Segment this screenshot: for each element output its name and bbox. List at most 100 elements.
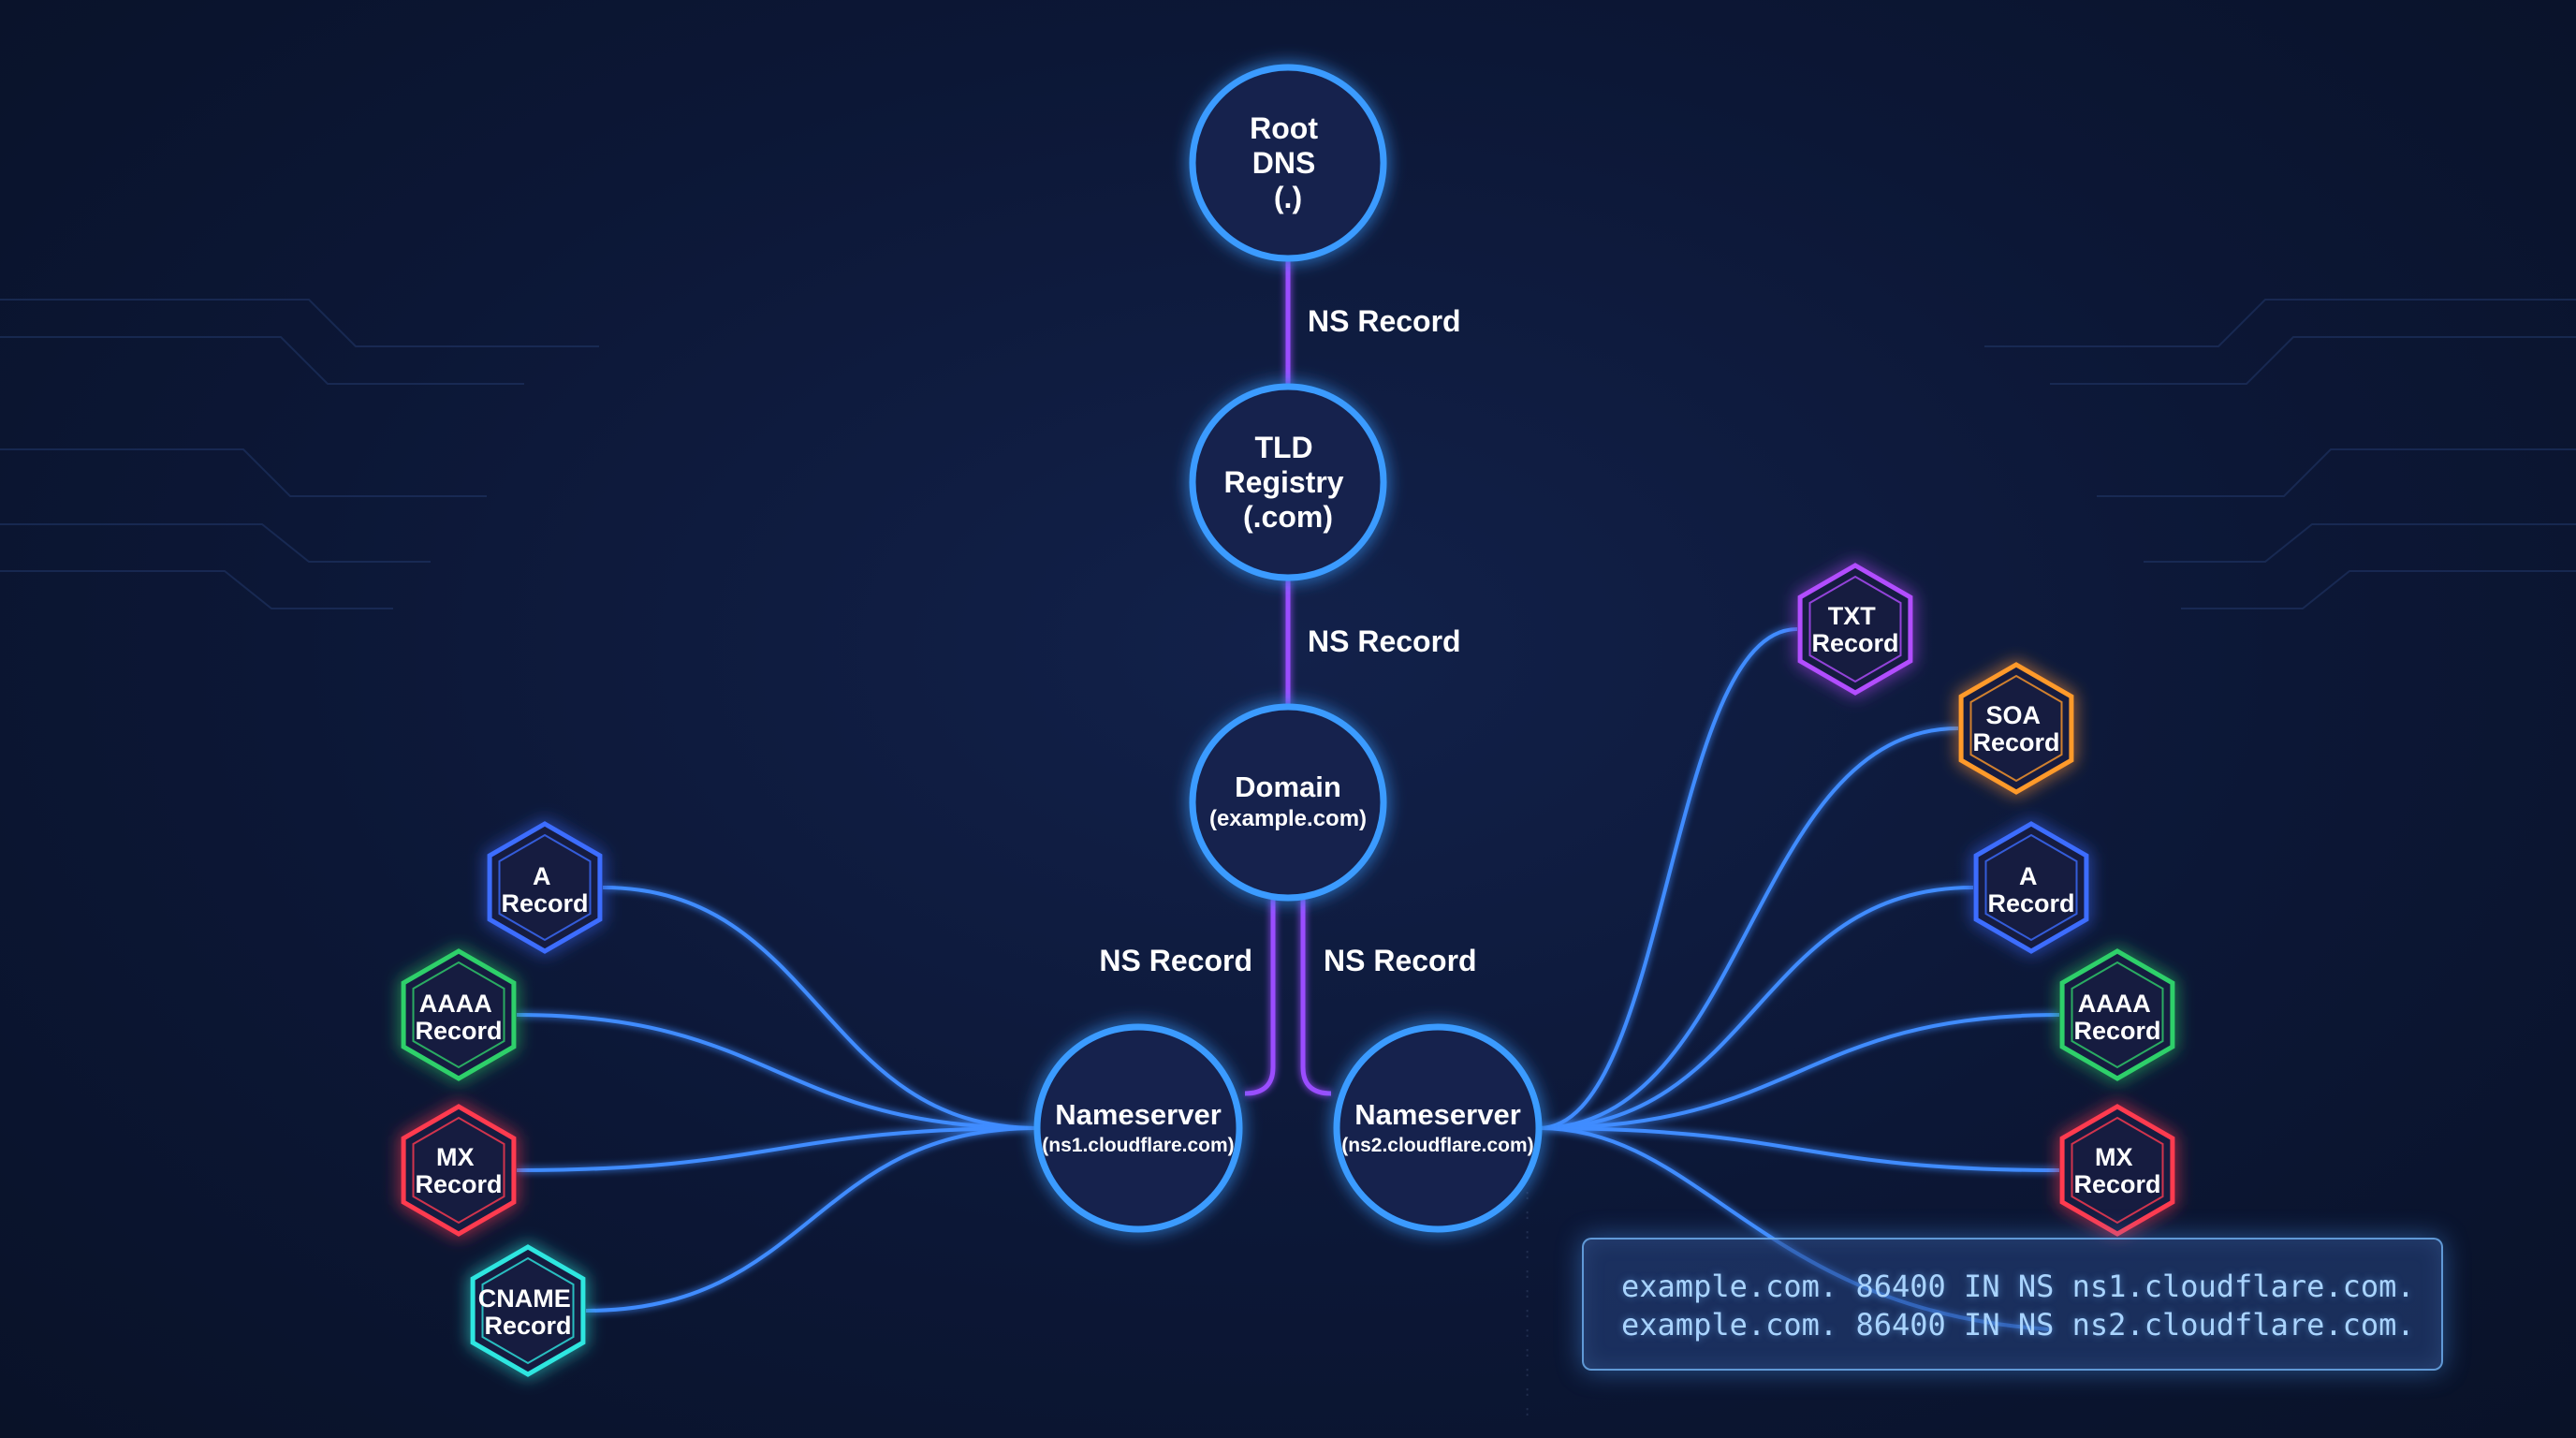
record-link-right-0	[1538, 627, 1798, 1130]
edge-label-tld-domain: NS Record	[1308, 624, 1461, 658]
node-ns1[interactable]: Nameserver (ns1.cloudflare.com)	[1033, 1023, 1243, 1233]
record-left-cname-hexagon-inner	[481, 1256, 575, 1365]
record-left-mx[interactable]: MX Record	[401, 1104, 517, 1237]
record-right-txt-line-1: TXT	[1828, 602, 1877, 630]
svg-text:A Record: A Record	[501, 862, 588, 917]
record-right-txt-hexagon-inner	[1808, 575, 1902, 683]
record-link-left-0	[602, 886, 1038, 1130]
svg-text:CNAME Record: CNAME Record	[478, 1284, 578, 1340]
record-right-txt[interactable]: TXT Record	[1797, 563, 1913, 696]
node-tld-line-3: (.com)	[1243, 500, 1333, 534]
svg-text:Root DNS (.): Root DNS (.)	[1250, 111, 1326, 214]
record-right-soa-hexagon	[1958, 662, 2074, 795]
node-root-line-1: Root	[1250, 111, 1318, 145]
node-root-line-2: DNS	[1252, 146, 1316, 180]
svg-text:A Record: A Record	[1987, 862, 2074, 917]
record-left-a-line-1: A	[533, 862, 550, 890]
record-left-a-hexagon	[487, 821, 603, 954]
svg-text:TLD Registry (: TLD Registry (.com)	[1224, 431, 1353, 534]
background-code-texture: : : : : : : : : : : : : :	[1523, 1167, 1532, 1419]
record-link-right-4	[1538, 1126, 2060, 1172]
record-left-cname-line-1: CNAME	[478, 1284, 571, 1313]
record-left-cname[interactable]: CNAME Record	[470, 1244, 586, 1377]
records-left: A Record AAAA Record MX Record	[401, 821, 603, 1377]
svg-text:AAAA Record: AAAA Record	[2073, 990, 2160, 1045]
edge-label-domain-ns1: NS Record	[1099, 944, 1252, 977]
record-right-soa-line-1: SOA	[1985, 701, 2040, 729]
record-left-aaaa-line-2: Record	[415, 1017, 502, 1045]
node-ns2[interactable]: Nameserver (ns2.cloudflare.com)	[1333, 1023, 1543, 1233]
node-tld[interactable]: TLD Registry (.com)	[1189, 383, 1387, 581]
svg-text:SOA Record: SOA Record	[1972, 701, 2059, 756]
record-right-aaaa-hexagon-inner	[2071, 961, 2164, 1069]
record-right-mx-line-2: Record	[2073, 1170, 2160, 1198]
record-right-a-hexagon	[1973, 821, 2089, 954]
node-ns1-subtitle: (ns1.cloudflare.com)	[1042, 1135, 1234, 1156]
record-left-mx-line-1: MX	[436, 1143, 475, 1171]
link-domain-ns1	[1244, 897, 1276, 1096]
node-root-line-3: (.)	[1274, 181, 1302, 214]
record-right-aaaa-line-2: Record	[2073, 1017, 2160, 1045]
record-right-soa-line-2: Record	[1972, 728, 2059, 756]
record-right-a-line-2: Record	[1987, 889, 2074, 917]
record-right-soa-hexagon-inner	[1969, 674, 2063, 783]
record-right-mx-line-1: MX	[2095, 1143, 2133, 1171]
record-link-right-3	[1538, 1013, 2060, 1130]
record-right-aaaa-hexagon	[2059, 948, 2175, 1081]
svg-text:AAAA Record: AAAA Record	[415, 990, 502, 1045]
record-right-txt-line-2: Record	[1811, 629, 1898, 657]
node-tld-line-2: Registry	[1224, 465, 1344, 499]
record-right-a-hexagon-inner	[1984, 833, 2078, 942]
record-left-aaaa-hexagon	[401, 948, 517, 1081]
circuit-traces	[0, 299, 2576, 609]
node-tld-line-1: TLD	[1254, 431, 1312, 464]
svg-text:MX Record: MX Record	[2073, 1143, 2160, 1198]
record-link-left-1	[516, 1013, 1038, 1130]
record-right-aaaa-line-1: AAAA	[2078, 990, 2150, 1018]
node-root-circle	[1189, 64, 1387, 262]
node-domain-circle	[1189, 703, 1387, 902]
record-links	[516, 627, 2060, 1331]
node-domain[interactable]: Domain (example.com)	[1189, 703, 1387, 902]
record-link-left-3	[585, 1126, 1038, 1313]
node-tld-circle	[1189, 383, 1387, 581]
record-left-mx-hexagon	[401, 1104, 517, 1237]
record-right-a[interactable]: A Record	[1973, 821, 2089, 954]
node-ns2-circle	[1333, 1023, 1543, 1233]
record-left-a-line-2: Record	[501, 889, 588, 917]
record-right-txt-hexagon	[1797, 563, 1913, 696]
record-link-right-2	[1538, 886, 1974, 1130]
record-left-mx-hexagon-inner	[412, 1116, 505, 1225]
node-ns2-title: Nameserver	[1354, 1098, 1521, 1131]
node-domain-subtitle: (example.com)	[1209, 806, 1367, 831]
record-left-aaaa[interactable]: AAAA Record	[401, 948, 517, 1081]
link-domain-ns2	[1300, 897, 1332, 1096]
record-left-mx-line-2: Record	[415, 1170, 502, 1198]
record-link-right-1	[1538, 726, 1959, 1130]
zone-file-line-1: example.com. 86400 IN NS ns1.cloudflare.…	[1621, 1269, 2415, 1304]
edge-label-domain-ns2: NS Record	[1324, 944, 1477, 977]
record-right-mx[interactable]: MX Record	[2059, 1104, 2175, 1237]
node-domain-title: Domain	[1235, 770, 1341, 803]
node-ns2-subtitle: (ns2.cloudflare.com)	[1341, 1135, 1533, 1156]
svg-text:MX Record: MX Record	[415, 1143, 502, 1198]
edge-label-root-tld: NS Record	[1308, 304, 1461, 338]
record-left-a[interactable]: A Record	[487, 821, 603, 954]
record-right-aaaa[interactable]: AAAA Record	[2059, 948, 2175, 1081]
node-root[interactable]: Root DNS (.)	[1189, 64, 1387, 262]
record-right-soa[interactable]: SOA Record	[1958, 662, 2074, 795]
record-left-a-hexagon-inner	[498, 833, 592, 942]
record-right-a-line-1: A	[2019, 862, 2037, 890]
zone-file-line-2: example.com. 86400 IN NS ns2.cloudflare.…	[1621, 1307, 2415, 1343]
record-left-aaaa-hexagon-inner	[412, 961, 505, 1069]
zone-file-panel: example.com. 86400 IN NS ns1.cloudflare.…	[1582, 1238, 2443, 1371]
svg-text:TXT Record: TXT Record	[1811, 602, 1898, 657]
ns-links	[1244, 259, 1332, 1096]
node-ns1-circle	[1033, 1023, 1243, 1233]
record-left-cname-hexagon	[470, 1244, 586, 1377]
node-ns1-title: Nameserver	[1055, 1098, 1222, 1131]
records-right: TXT Record SOA Record A Record	[1797, 563, 2175, 1237]
record-link-left-2	[516, 1126, 1038, 1172]
